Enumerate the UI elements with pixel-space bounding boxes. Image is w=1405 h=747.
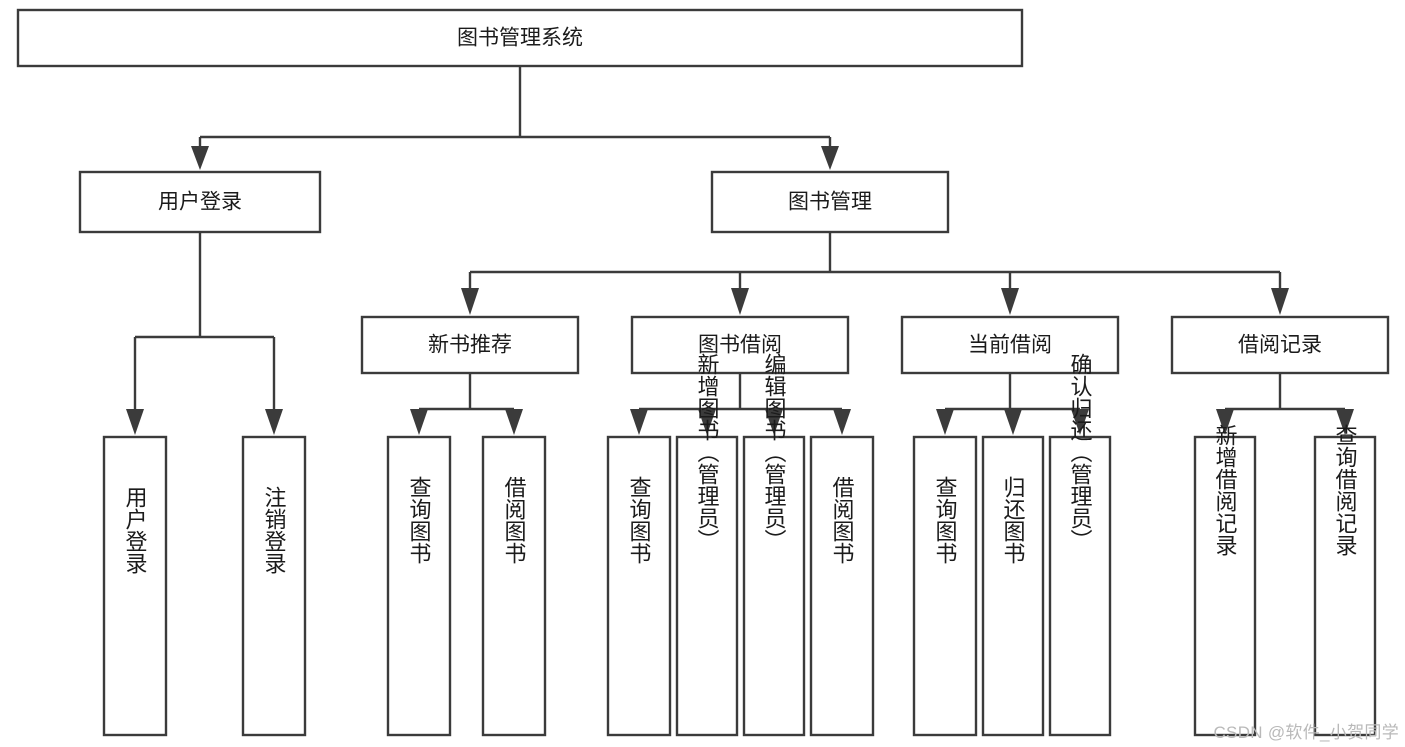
node-leaf-query-book-1[interactable]: 查询图书 — [386, 435, 452, 737]
arrow-head-to-add-book — [698, 409, 716, 435]
node-leaf-return-book-label: 归还图书 — [1001, 476, 1026, 564]
edge-bookmanage-stem — [468, 232, 1282, 290]
node-leaf-query-book-2[interactable]: 查询图书 — [606, 435, 672, 737]
node-leaf-user-login[interactable]: 用户登录 — [102, 435, 168, 737]
node-leaf-borrow-book-1-box[interactable] — [481, 435, 547, 737]
arrow-head-to-edit-book — [765, 409, 783, 435]
node-leaf-edit-book-label: 编辑图书（管理员） — [762, 353, 787, 551]
node-leaf-query-book-3[interactable]: 查询图书 — [912, 435, 978, 737]
node-user-login-box[interactable] — [78, 170, 322, 234]
node-user-login-label: 用户登录 — [158, 191, 242, 214]
node-leaf-logout-label: 注销登录 — [262, 486, 287, 574]
arrow-head-to-return-book — [1004, 409, 1022, 435]
node-leaf-borrow-book-2-box[interactable] — [809, 435, 875, 737]
node-leaf-add-record-box[interactable] — [1193, 435, 1257, 737]
edge-login-stem — [133, 232, 276, 415]
arrow-head-to-book-borrow — [731, 288, 749, 315]
node-leaf-query-book-1-label: 查询图书 — [407, 476, 432, 564]
connector-group-book-manage — [461, 232, 1289, 315]
node-leaf-add-record[interactable]: 新增借阅记录 — [1193, 424, 1257, 737]
node-book-manage-label: 图书管理 — [788, 191, 872, 214]
node-borrow-record-box[interactable] — [1170, 315, 1390, 375]
arrow-head-to-new-book-rec — [461, 288, 479, 315]
node-leaf-query-record-box[interactable] — [1313, 435, 1377, 737]
node-current-borrow-label: 当前借阅 — [968, 334, 1052, 357]
node-leaf-add-book-label: 新增图书（管理员） — [695, 353, 720, 551]
node-leaf-return-book[interactable]: 归还图书 — [981, 435, 1045, 737]
node-leaf-query-book-1-box[interactable] — [386, 435, 452, 737]
connector-group-user-login — [126, 232, 283, 435]
node-book-borrow-label: 图书借阅 — [698, 334, 782, 357]
node-book-manage[interactable]: 图书管理 — [710, 170, 950, 234]
node-book-borrow-box[interactable] — [630, 315, 850, 375]
node-leaf-borrow-book-1-label: 借阅图书 — [502, 476, 527, 564]
arrow-head-to-current-borrow — [1001, 288, 1019, 315]
node-leaf-query-record[interactable]: 查询借阅记录 — [1313, 424, 1377, 737]
edge-borrowrecord-stem — [1223, 373, 1347, 415]
node-book-borrow[interactable]: 图书借阅 — [630, 315, 850, 375]
edge-root-stem — [198, 66, 832, 152]
node-current-borrow-box[interactable] — [900, 315, 1120, 375]
arrow-head-to-borrow-record — [1271, 288, 1289, 315]
arrow-head-to-query-book-2 — [630, 409, 648, 435]
arrow-head-to-book-manage — [821, 146, 839, 170]
arrow-head-to-query-record — [1336, 409, 1354, 435]
connector-group-borrow-record — [1216, 373, 1354, 435]
node-borrow-record-label: 借阅记录 — [1238, 334, 1322, 357]
connector-group-new-book-rec — [410, 373, 523, 435]
node-leaf-logout[interactable]: 注销登录 — [241, 435, 307, 737]
arrow-head-to-user-login-leaf — [126, 409, 144, 435]
node-leaf-add-book[interactable]: 新增图书（管理员） — [675, 353, 739, 737]
node-root[interactable]: 图书管理系统 — [16, 8, 1024, 68]
node-book-manage-box[interactable] — [710, 170, 950, 234]
arrow-head-to-borrow-book-2 — [833, 409, 851, 435]
node-root-label: 图书管理系统 — [457, 27, 583, 50]
node-leaf-borrow-book-2[interactable]: 借阅图书 — [809, 435, 875, 737]
node-leaf-user-login-label: 用户登录 — [123, 486, 148, 574]
node-leaf-borrow-book-1[interactable]: 借阅图书 — [481, 435, 547, 737]
connector-group-current-borrow — [936, 373, 1089, 435]
edge-currentborrow-stem — [943, 373, 1082, 415]
node-leaf-logout-box[interactable] — [241, 435, 307, 737]
node-leaf-query-book-2-box[interactable] — [606, 435, 672, 737]
node-new-book-rec-label: 新书推荐 — [428, 334, 512, 357]
edge-bookborrow-stem — [637, 373, 844, 415]
node-leaf-return-book-box[interactable] — [981, 435, 1045, 737]
node-current-borrow[interactable]: 当前借阅 — [900, 315, 1120, 375]
node-leaf-edit-book-box[interactable] — [742, 435, 806, 737]
node-leaf-confirm-return-label: 确认归还（管理员） — [1068, 353, 1093, 551]
node-leaf-query-book-2-label: 查询图书 — [627, 476, 652, 564]
arrow-head-to-user-login — [191, 146, 209, 170]
connector-group-book-borrow — [630, 373, 851, 435]
node-leaf-add-record-label: 新增借阅记录 — [1213, 424, 1238, 556]
arrow-head-to-query-book-1 — [410, 409, 428, 435]
node-root-box[interactable] — [16, 8, 1024, 68]
node-leaf-edit-book[interactable]: 编辑图书（管理员） — [742, 353, 806, 737]
arrow-head-to-query-book-3 — [936, 409, 954, 435]
node-leaf-add-book-box[interactable] — [675, 435, 739, 737]
connector-group-root — [191, 66, 839, 170]
node-user-login[interactable]: 用户登录 — [78, 170, 322, 234]
node-leaf-user-login-box[interactable] — [102, 435, 168, 737]
node-leaf-query-book-3-box[interactable] — [912, 435, 978, 737]
node-new-book-rec[interactable]: 新书推荐 — [360, 315, 580, 375]
arrow-head-to-logout-leaf — [265, 409, 283, 435]
node-leaf-confirm-return[interactable]: 确认归还（管理员） — [1048, 353, 1112, 737]
node-new-book-rec-box[interactable] — [360, 315, 580, 375]
node-leaf-borrow-book-2-label: 借阅图书 — [830, 476, 855, 564]
node-borrow-record[interactable]: 借阅记录 — [1170, 315, 1390, 375]
edge-newbookrec-stem — [417, 373, 516, 415]
arrow-head-to-borrow-book-1 — [505, 409, 523, 435]
node-leaf-confirm-return-box[interactable] — [1048, 435, 1112, 737]
node-leaf-query-book-3-label: 查询图书 — [933, 476, 958, 564]
arrow-head-to-confirm-return — [1071, 409, 1089, 435]
node-leaf-query-record-label: 查询借阅记录 — [1333, 424, 1358, 556]
arrow-head-to-add-record — [1216, 409, 1234, 435]
